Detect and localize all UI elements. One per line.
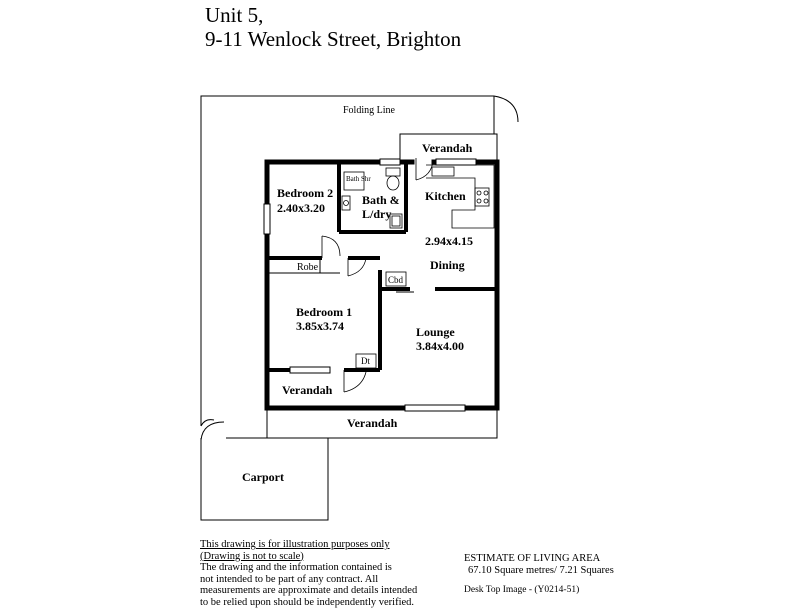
label-kitchen: Kitchen — [425, 189, 466, 203]
label-bedroom2-size: 2.40x3.20 — [277, 201, 325, 215]
living-area-estimate: ESTIMATE OF LIVING AREA 67.10 Square met… — [464, 553, 614, 576]
label-dining-size: 2.94x4.15 — [425, 234, 473, 248]
desktop-image-ref: Desk Top Image - (Y0214-51) — [464, 585, 579, 597]
kitchen-door-swing — [416, 158, 433, 180]
label-lounge: Lounge — [416, 325, 455, 339]
label-verandah-bottom: Verandah — [347, 416, 398, 430]
disclaimer-line: to be relied upon should be independentl… — [200, 597, 417, 608]
estimate-value: 67.10 Square metres/ 7.21 Squares — [464, 565, 614, 577]
label-bedroom1-size: 3.85x3.74 — [296, 319, 344, 333]
label-bath: Bath & — [362, 193, 400, 207]
bedroom1-door-swing — [348, 258, 366, 276]
disclaimer-line: This drawing is for illustration purpose… — [200, 539, 417, 551]
label-bedroom2: Bedroom 2 — [277, 186, 333, 200]
label-folding-line: Folding Line — [343, 105, 396, 116]
label-lounge-size: 3.84x4.00 — [416, 339, 464, 353]
label-verandah-top: Verandah — [422, 141, 473, 155]
estimate-heading: ESTIMATE OF LIVING AREA — [464, 553, 614, 565]
label-laundry: L/dry — [362, 207, 391, 221]
disclaimer: This drawing is for illustration purpose… — [200, 539, 417, 608]
label-bath-shr: Bath Shr — [346, 175, 371, 183]
disclaimer-line: measurements are approximate and details… — [200, 585, 417, 597]
disclaimer-line: not intended to be part of any contract.… — [200, 574, 417, 586]
label-cbd: Cbd — [388, 275, 404, 285]
bedroom2-door-swing — [322, 236, 340, 258]
label-robe: Robe — [297, 262, 319, 273]
disclaimer-line: The drawing and the information containe… — [200, 562, 417, 574]
label-carport: Carport — [242, 470, 284, 484]
label-bedroom1: Bedroom 1 — [296, 305, 352, 319]
disclaimer-line: (Drawing is not to scale) — [200, 551, 417, 563]
label-verandah-left: Verandah — [282, 383, 333, 397]
verandah-door-swing — [344, 370, 366, 392]
label-dining: Dining — [430, 258, 465, 272]
label-dt: Dt — [361, 356, 370, 366]
